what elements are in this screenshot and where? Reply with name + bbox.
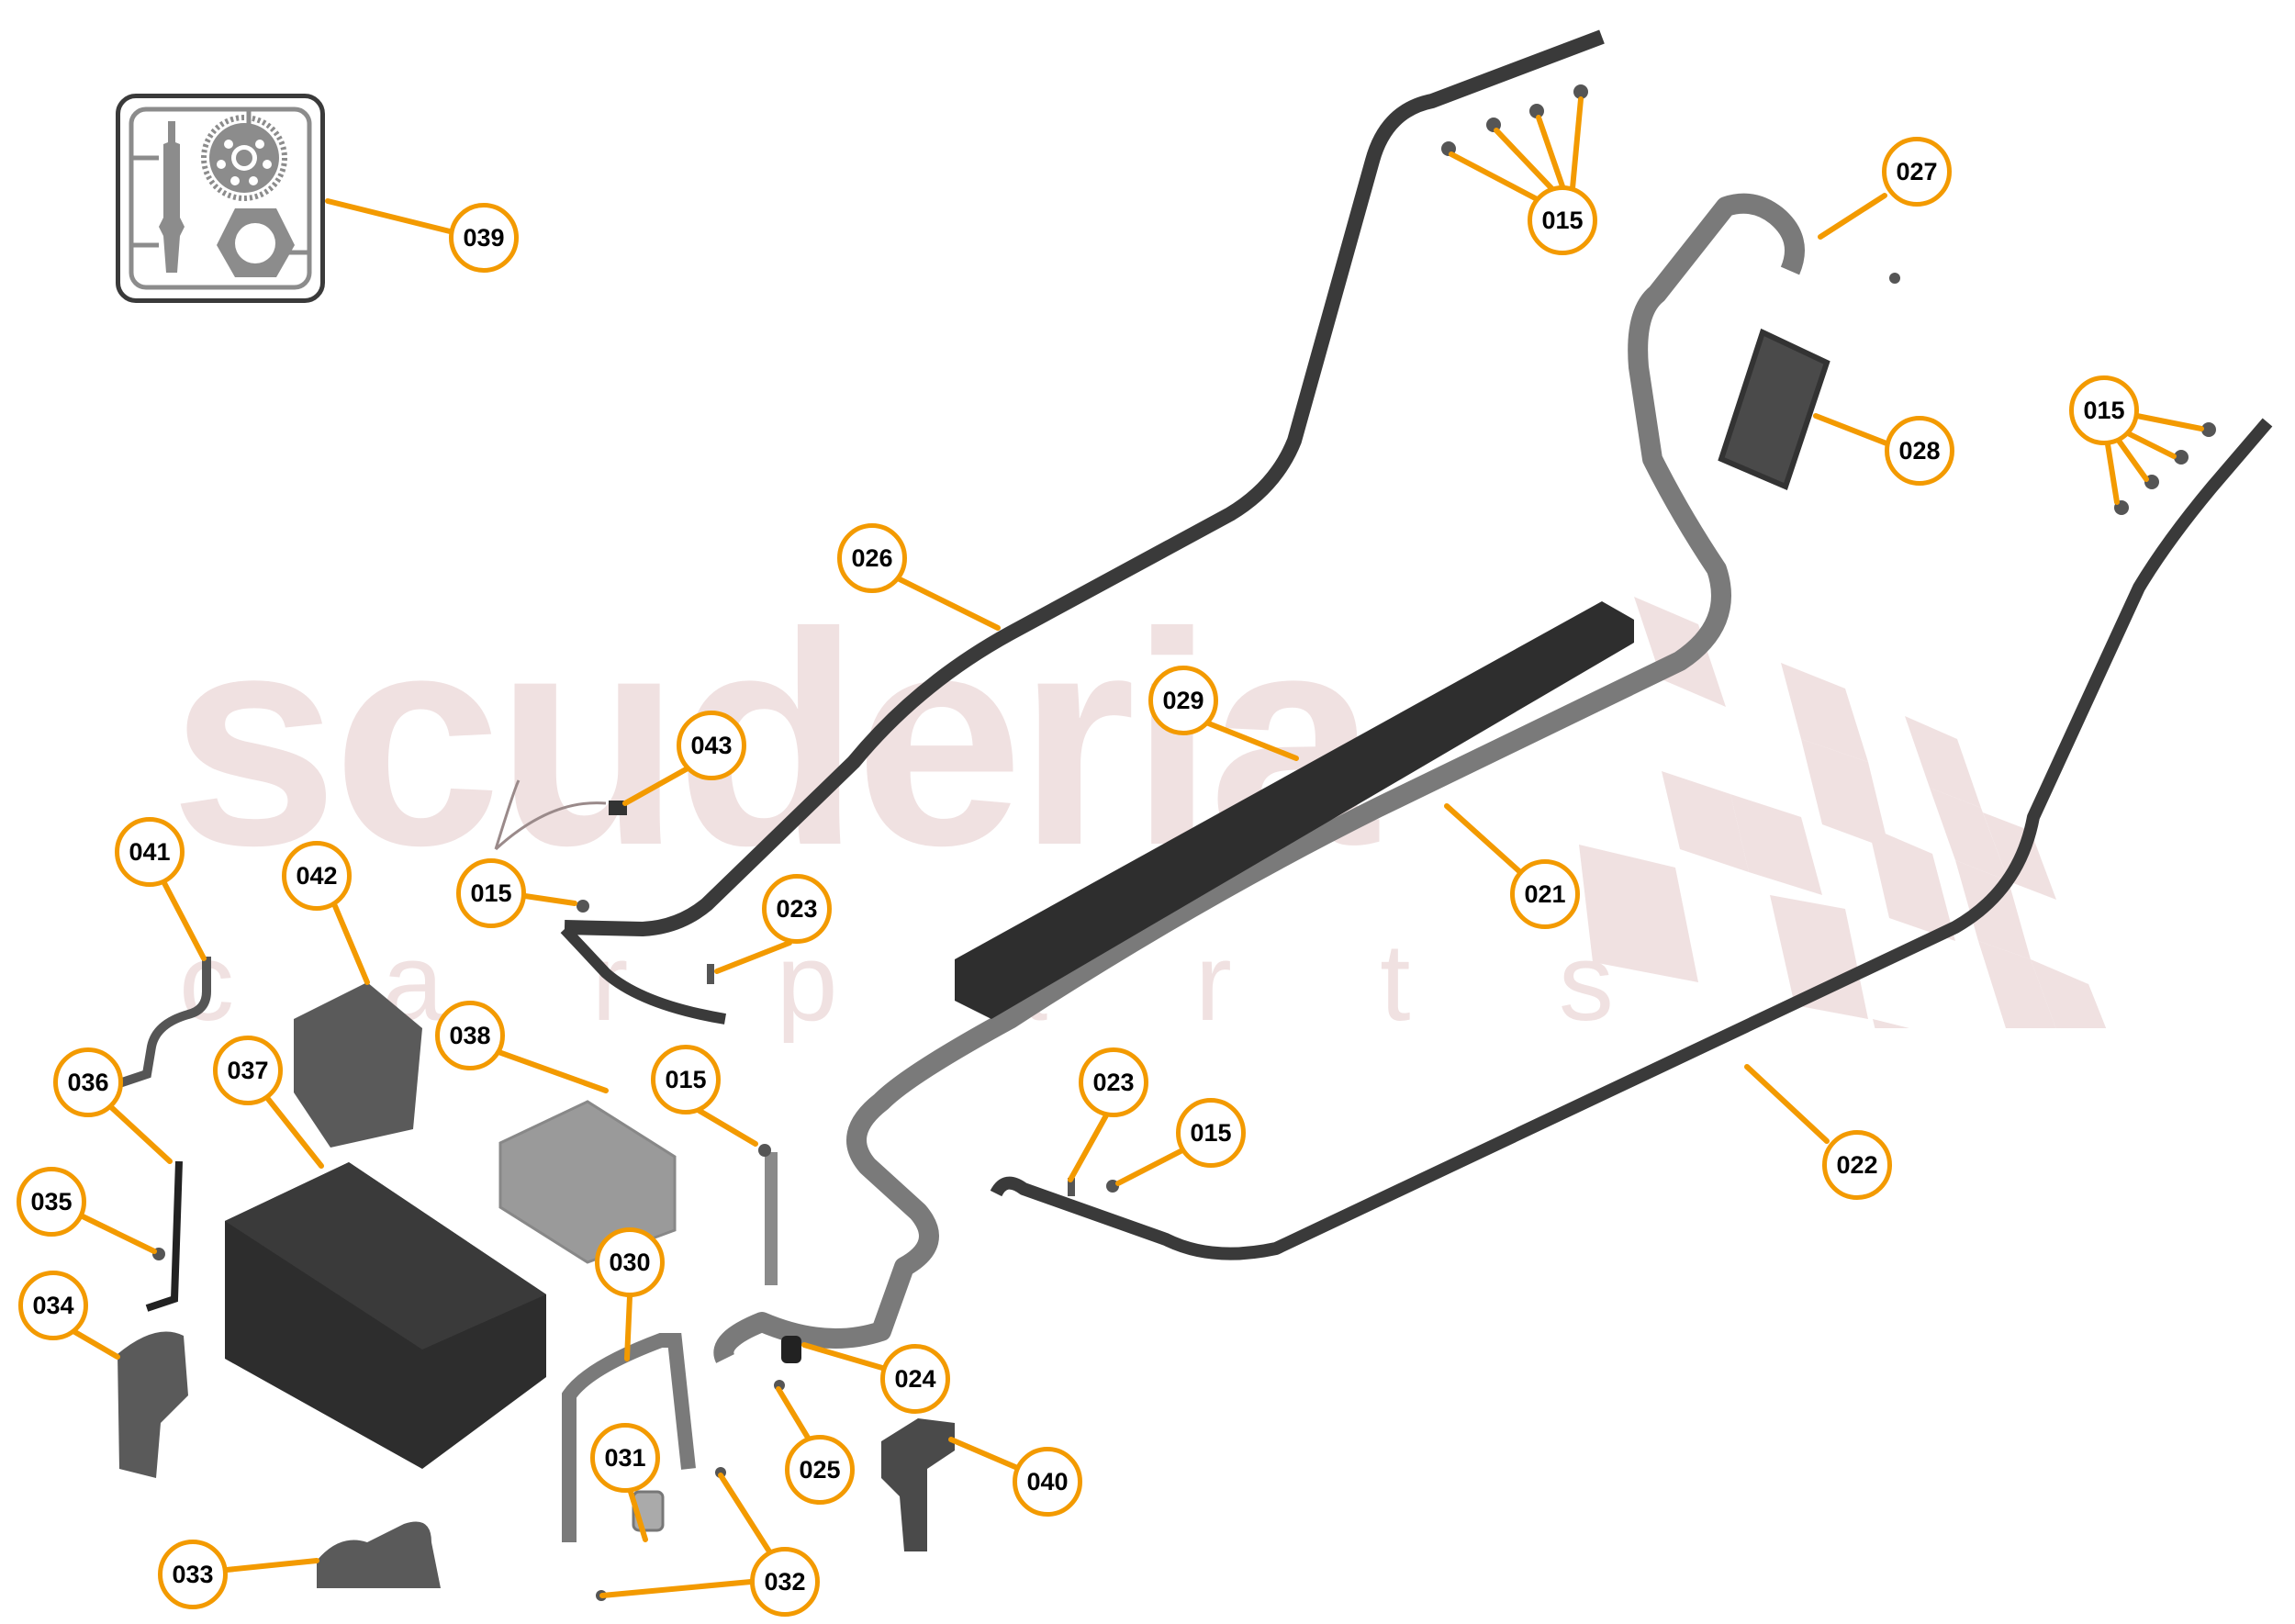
callout-label: 030 — [609, 1248, 651, 1276]
callout-label: 039 — [463, 223, 505, 252]
callout-031[interactable]: 031 — [590, 1423, 660, 1493]
part-036-strap — [145, 1160, 183, 1312]
parts-kit-icon — [129, 106, 312, 290]
parts-kit-icon-box[interactable] — [116, 94, 325, 303]
callout-label: 031 — [604, 1443, 646, 1472]
callout-036[interactable]: 036 — [53, 1047, 123, 1117]
part-024-clip — [781, 1336, 801, 1363]
callout-015[interactable]: 015 — [651, 1045, 721, 1114]
callout-015[interactable]: 015 — [1176, 1098, 1246, 1168]
callout-026[interactable]: 026 — [837, 523, 907, 593]
callout-label: 015 — [1190, 1118, 1232, 1147]
callout-label: 015 — [2083, 396, 2125, 424]
part-043-sensor — [494, 779, 607, 851]
callout-label: 033 — [172, 1560, 214, 1588]
part-030-strap — [562, 1333, 696, 1542]
callout-label: 024 — [894, 1364, 936, 1393]
callout-038[interactable]: 038 — [435, 1001, 505, 1070]
part-042-fusebox — [294, 982, 422, 1148]
callout-022[interactable]: 022 — [1822, 1130, 1892, 1200]
callout-label: 015 — [1541, 206, 1584, 234]
callout-043[interactable]: 043 — [677, 711, 746, 780]
callout-024[interactable]: 024 — [880, 1344, 950, 1414]
callout-032[interactable]: 032 — [750, 1547, 820, 1617]
callout-label: 027 — [1896, 157, 1938, 185]
callout-label: 023 — [776, 894, 818, 923]
part-028-pad — [1718, 328, 1830, 491]
part-022-pipe — [990, 418, 2273, 1260]
callout-label: 028 — [1898, 436, 1941, 465]
callout-label: 015 — [665, 1065, 707, 1093]
callout-025[interactable]: 025 — [785, 1435, 855, 1505]
part-038-module — [498, 1100, 677, 1264]
watermark-carparts: c a r p a r t s — [179, 921, 1673, 1044]
callout-label: 040 — [1026, 1467, 1069, 1495]
callout-label: 037 — [227, 1056, 269, 1084]
callout-039[interactable]: 039 — [449, 203, 519, 273]
part-033-bracket — [317, 1521, 441, 1588]
callout-label: 043 — [690, 731, 733, 759]
callout-015[interactable]: 015 — [456, 858, 526, 928]
callout-label: 022 — [1836, 1150, 1878, 1179]
callout-label: 026 — [851, 543, 893, 572]
callout-023[interactable]: 023 — [762, 874, 832, 944]
callout-034[interactable]: 034 — [18, 1271, 88, 1340]
part-037-battery — [225, 1162, 546, 1469]
callout-label: 029 — [1162, 686, 1204, 714]
callout-028[interactable]: 028 — [1885, 416, 1954, 486]
callout-027[interactable]: 027 — [1882, 137, 1952, 207]
part-026-pipe — [564, 29, 1605, 936]
callout-015[interactable]: 015 — [2069, 375, 2139, 445]
callout-029[interactable]: 029 — [1148, 666, 1218, 735]
part-034-bracket — [118, 1331, 188, 1478]
callout-label: 035 — [30, 1187, 73, 1215]
callout-041[interactable]: 041 — [115, 817, 185, 887]
callout-023[interactable]: 023 — [1079, 1047, 1148, 1117]
callout-label: 023 — [1092, 1068, 1135, 1096]
callout-033[interactable]: 033 — [158, 1540, 228, 1609]
callout-label: 032 — [764, 1567, 806, 1596]
callout-042[interactable]: 042 — [282, 841, 352, 911]
part-041-cable — [118, 957, 211, 1088]
part-021-pipe — [713, 193, 1805, 1363]
callout-035[interactable]: 035 — [17, 1167, 86, 1237]
callout-label: 041 — [129, 837, 171, 866]
callout-label: 036 — [67, 1068, 109, 1096]
callout-021[interactable]: 021 — [1510, 859, 1580, 929]
callout-label: 034 — [32, 1291, 74, 1319]
part-029-channel — [955, 601, 1634, 1019]
callout-label: 025 — [799, 1455, 841, 1484]
callout-label: 015 — [470, 879, 512, 907]
callout-label: 021 — [1524, 879, 1566, 908]
callout-037[interactable]: 037 — [213, 1036, 283, 1105]
callout-015[interactable]: 015 — [1528, 185, 1597, 255]
callout-label: 042 — [296, 861, 338, 890]
part-040-bracket — [881, 1418, 955, 1551]
callout-040[interactable]: 040 — [1013, 1447, 1082, 1517]
callout-label: 038 — [449, 1021, 491, 1049]
callout-030[interactable]: 030 — [595, 1227, 665, 1297]
